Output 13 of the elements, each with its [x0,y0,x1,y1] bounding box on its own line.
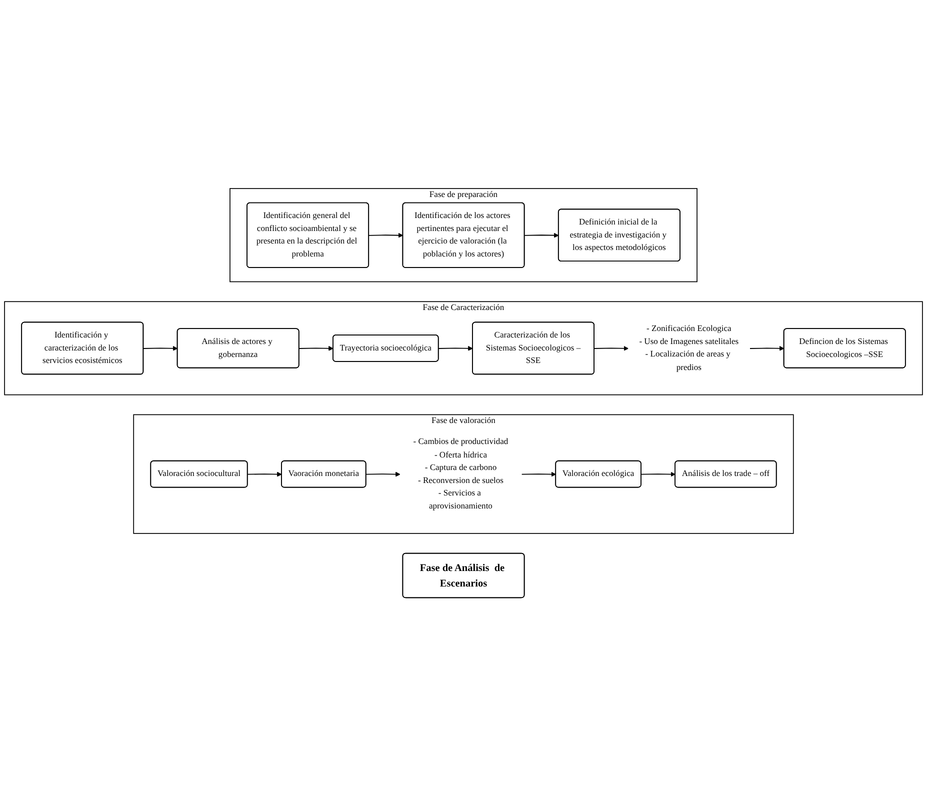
arrow [594,346,629,351]
arrow [521,472,556,477]
arrow [524,232,559,238]
arrow [750,346,784,351]
arrow [368,232,404,238]
node-text: - Zonificación Ecologica - Uso de Imagenes satelitales - Localización de areas y predios [639,324,739,372]
arrow [366,472,400,477]
arrow [298,346,334,351]
arrow [438,346,473,351]
arrow [640,472,676,477]
arrow [143,346,178,351]
node-text: - Cambios de productividad - Oferta hídrica - Captura de carbono - Reconversion de suelos - Servicios a aprovisionamiento [413,437,508,510]
arrow [247,472,282,477]
